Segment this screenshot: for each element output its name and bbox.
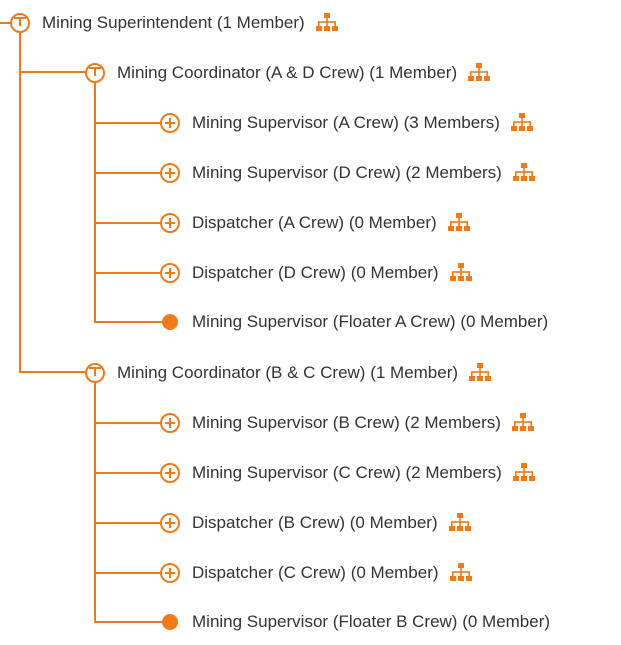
node-label: Mining Coordinator (A & D Crew) (1 Membe… bbox=[117, 63, 458, 82]
node-label: Mining Supervisor (Floater B Crew) (0 Me… bbox=[192, 612, 551, 631]
coordinator-connector bbox=[19, 71, 87, 73]
tree-node-child[interactable]: Mining Supervisor (B Crew) (2 Members) bbox=[160, 410, 535, 436]
coordinator-connector bbox=[19, 371, 87, 373]
tree-node-child[interactable]: Dispatcher (B Crew) (0 Member) bbox=[160, 510, 472, 536]
org-chart-icon[interactable] bbox=[511, 412, 535, 434]
root-trunk bbox=[19, 30, 21, 373]
child-connector bbox=[94, 621, 166, 623]
node-label: Mining Superintendent (1 Member) bbox=[42, 13, 305, 32]
node-label: Dispatcher (D Crew) (0 Member) bbox=[192, 263, 439, 282]
leaf-dot-icon bbox=[162, 614, 178, 630]
node-label: Mining Supervisor (C Crew) (2 Members) bbox=[192, 463, 502, 482]
node-label: Dispatcher (A Crew) (0 Member) bbox=[192, 213, 437, 232]
child-connector bbox=[94, 272, 162, 274]
tree-node-child[interactable]: Mining Supervisor (D Crew) (2 Members) bbox=[160, 160, 536, 186]
org-chart-icon[interactable] bbox=[468, 362, 492, 384]
node-label: Dispatcher (B Crew) (0 Member) bbox=[192, 513, 438, 532]
collapse-circle-icon[interactable] bbox=[10, 13, 30, 33]
tree-node-leaf[interactable]: Mining Supervisor (Floater B Crew) (0 Me… bbox=[160, 609, 550, 635]
node-label: Mining Supervisor (A Crew) (3 Members) bbox=[192, 113, 500, 132]
node-label: Dispatcher (C Crew) (0 Member) bbox=[192, 563, 439, 582]
expand-plus-circle-icon[interactable] bbox=[160, 163, 180, 183]
node-label: Mining Supervisor (D Crew) (2 Members) bbox=[192, 163, 502, 182]
child-connector bbox=[94, 472, 162, 474]
child-connector bbox=[94, 172, 162, 174]
tree-node-child[interactable]: Dispatcher (A Crew) (0 Member) bbox=[160, 210, 471, 236]
tree-node-child[interactable]: Mining Supervisor (A Crew) (3 Members) bbox=[160, 110, 534, 136]
org-chart-icon[interactable] bbox=[448, 512, 472, 534]
tree-node-leaf[interactable]: Mining Supervisor (Floater A Crew) (0 Me… bbox=[160, 309, 548, 335]
tree-node-coordinator[interactable]: Mining Coordinator (B & C Crew) (1 Membe… bbox=[85, 360, 492, 386]
expand-plus-circle-icon[interactable] bbox=[160, 563, 180, 583]
tree-node-coordinator[interactable]: Mining Coordinator (A & D Crew) (1 Membe… bbox=[85, 60, 491, 86]
node-label: Mining Supervisor (Floater A Crew) (0 Me… bbox=[192, 312, 549, 331]
expand-plus-circle-icon[interactable] bbox=[160, 263, 180, 283]
org-chart-icon[interactable] bbox=[512, 162, 536, 184]
expand-plus-circle-icon[interactable] bbox=[160, 113, 180, 133]
org-chart-icon[interactable] bbox=[449, 262, 473, 284]
node-label: Mining Coordinator (B & C Crew) (1 Membe… bbox=[117, 363, 459, 382]
org-chart-icon[interactable] bbox=[510, 112, 534, 134]
tree-node-child[interactable]: Dispatcher (D Crew) (0 Member) bbox=[160, 260, 473, 286]
tree-node-child[interactable]: Dispatcher (C Crew) (0 Member) bbox=[160, 560, 473, 586]
expand-plus-circle-icon[interactable] bbox=[160, 213, 180, 233]
org-chart-icon[interactable] bbox=[512, 462, 536, 484]
node-label: Mining Supervisor (B Crew) (2 Members) bbox=[192, 413, 501, 432]
org-chart-icon[interactable] bbox=[467, 62, 491, 84]
tree-node-root[interactable]: Mining Superintendent (1 Member) bbox=[10, 10, 339, 36]
org-chart-icon[interactable] bbox=[315, 12, 339, 34]
org-chart-icon[interactable] bbox=[447, 212, 471, 234]
coordinator-trunk bbox=[94, 80, 96, 323]
child-connector bbox=[94, 122, 162, 124]
expand-plus-circle-icon[interactable] bbox=[160, 463, 180, 483]
org-chart-icon[interactable] bbox=[449, 562, 473, 584]
root-connector bbox=[0, 22, 12, 24]
expand-plus-circle-icon[interactable] bbox=[160, 413, 180, 433]
expand-plus-circle-icon[interactable] bbox=[160, 513, 180, 533]
child-connector bbox=[94, 522, 162, 524]
child-connector bbox=[94, 321, 166, 323]
child-connector bbox=[94, 222, 162, 224]
collapse-circle-icon[interactable] bbox=[85, 63, 105, 83]
tree-node-child[interactable]: Mining Supervisor (C Crew) (2 Members) bbox=[160, 460, 536, 486]
child-connector bbox=[94, 572, 162, 574]
coordinator-trunk bbox=[94, 380, 96, 623]
child-connector bbox=[94, 422, 162, 424]
collapse-circle-icon[interactable] bbox=[85, 363, 105, 383]
leaf-dot-icon bbox=[162, 314, 178, 330]
